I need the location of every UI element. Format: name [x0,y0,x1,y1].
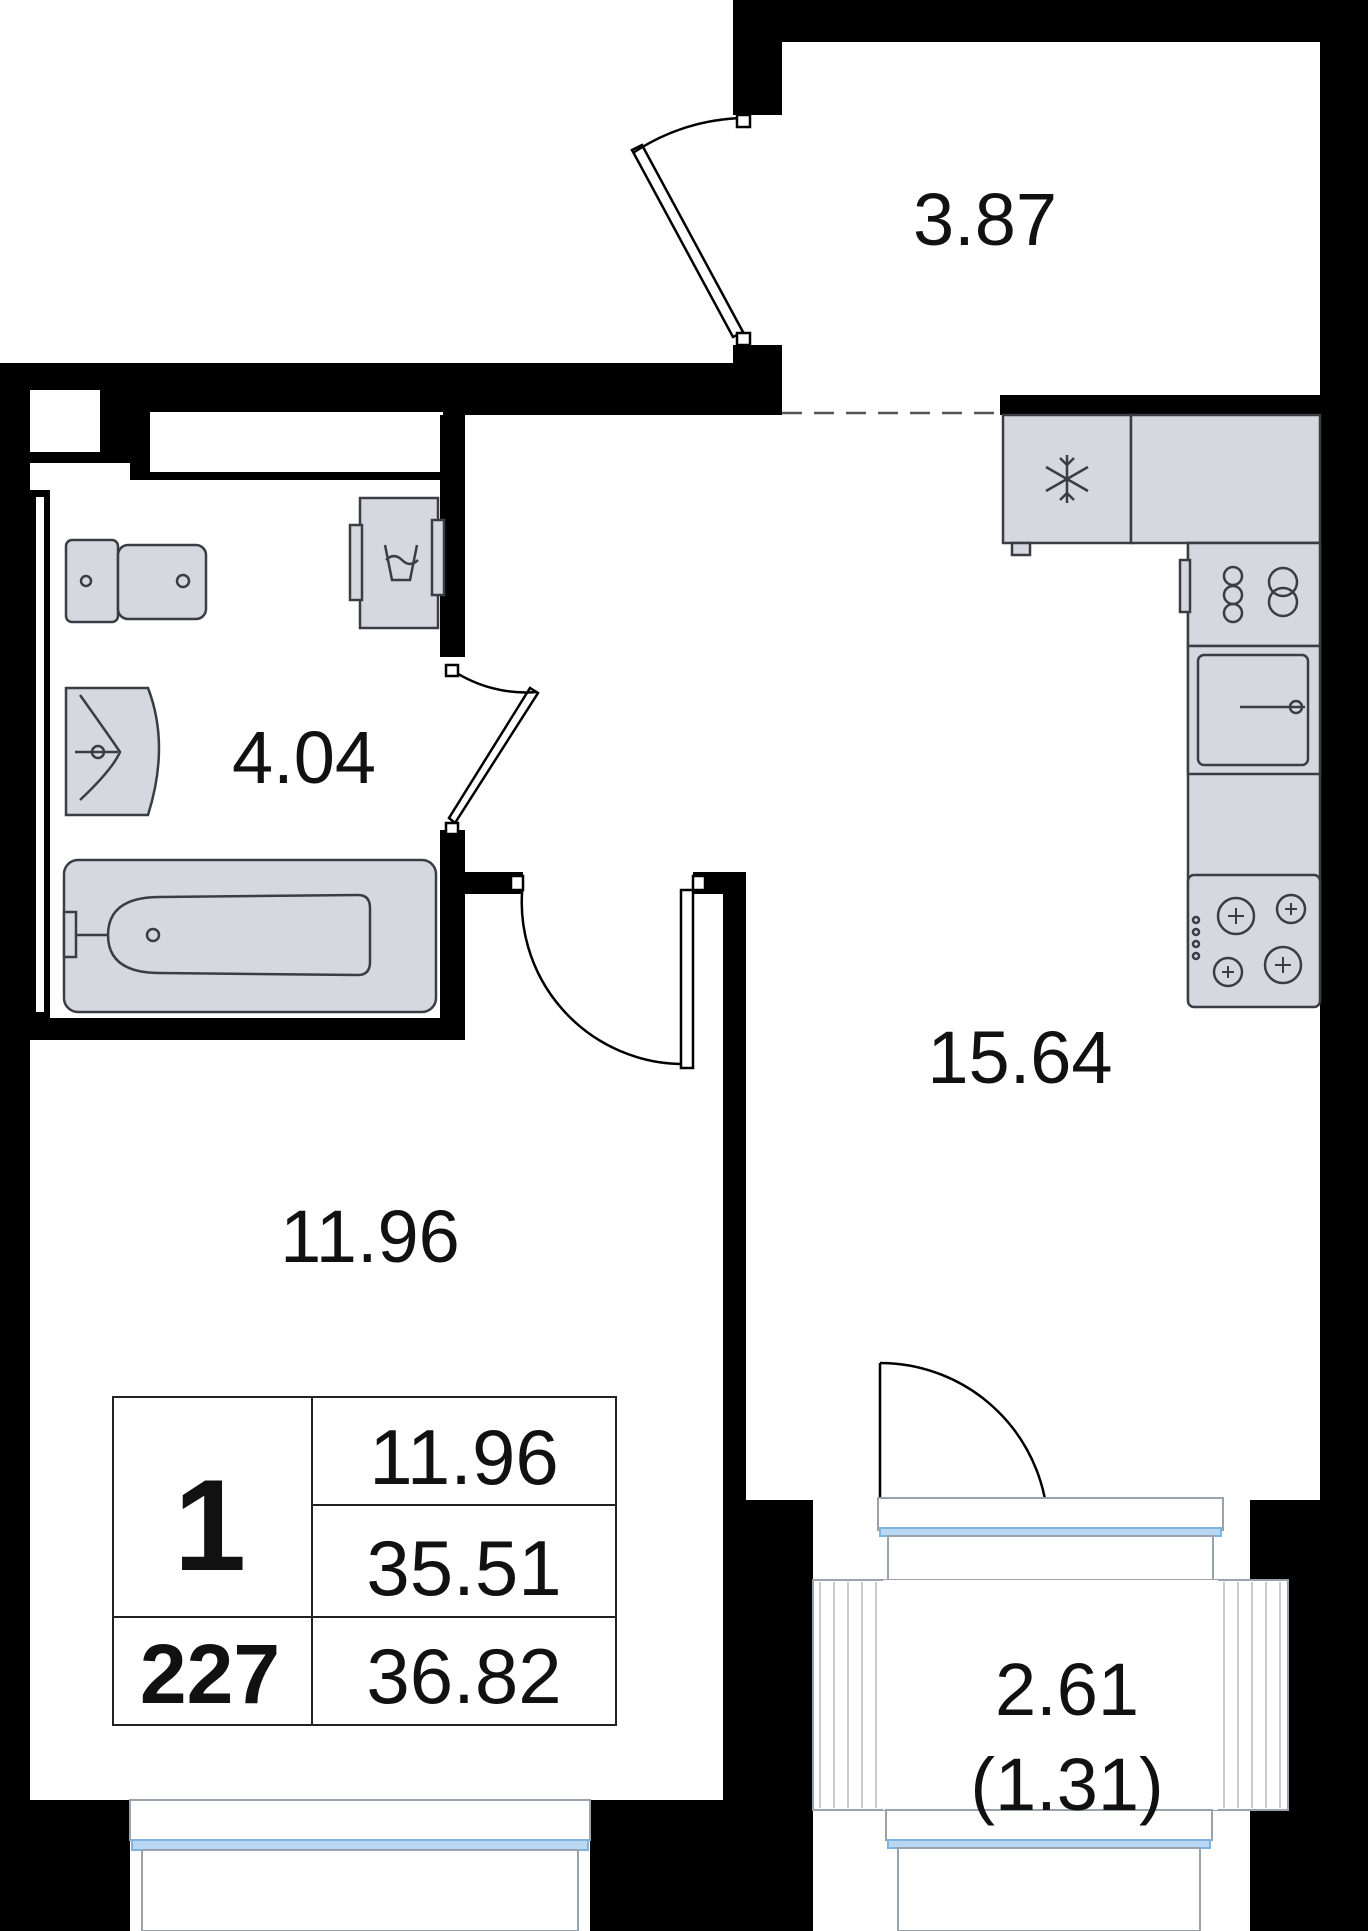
room-labels: 3.87 4.04 15.64 11.96 2.61 (1.31) [232,178,1164,1826]
washbasin-icon [64,686,161,817]
wall-gap [36,497,44,1012]
bedroom-area-label: 11.96 [280,1195,460,1278]
washing-machine-icon [348,496,446,630]
shaft [150,412,443,472]
fridge-snowflake-icon [1001,413,1133,557]
window-frame [897,1847,1201,1931]
cooktop-icon [1186,873,1322,1009]
balcony-reduced-area-label: (1.31) [970,1743,1163,1826]
total-area-with-balcony-value: 36.82 [366,1632,561,1720]
wall [440,830,465,1040]
door-hinge [735,113,752,129]
wall [30,1800,130,1931]
wall [733,0,1368,42]
living-area-value: 11.96 [369,1413,558,1501]
summary-table-frame [112,1396,617,1726]
window-frame [877,1497,1224,1531]
door-hinge [735,331,752,347]
wall [0,363,30,1931]
vestibule-floor [782,42,1320,395]
wall [1320,395,1368,1931]
hob-icon [1178,541,1322,648]
balcony-hatch [819,1582,1281,1808]
window-frame [129,1799,591,1841]
window-frame [887,1535,1214,1581]
fixtures [62,413,1322,1014]
shaft-floor [1210,348,1320,395]
bedroom-door-leaf [679,888,695,1070]
toilet-icon [64,538,208,624]
kitchen-counter [1129,413,1322,545]
balcony-door-swing [879,1361,1050,1531]
window-glass [887,1839,1211,1849]
shaft [26,386,104,456]
balcony-area-label: 2.61 [995,1648,1139,1731]
wall [590,1800,723,1931]
vestibule-area-label: 3.87 [913,178,1057,261]
bathroom-area-label: 4.04 [232,716,376,799]
summary-table: 1 227 11.96 35.51 36.82 [112,1396,617,1726]
wall [30,1018,465,1040]
sink-icon [1186,644,1322,776]
kitchen-living-area-label: 15.64 [927,1016,1112,1099]
window-glass [879,1527,1222,1537]
wall [1000,395,1368,415]
window-frame [141,1849,579,1931]
door-hinge [691,874,707,892]
entrance-door-leaf [630,143,745,339]
door-hinge [444,821,460,836]
door-hinge [444,663,460,678]
bedroom-door-swing [520,881,684,1066]
rooms-count: 1 [174,1452,246,1598]
bathroom-door-leaf [447,686,540,825]
bathtub-icon [62,858,438,1014]
window-glass [131,1839,589,1851]
entrance-door-swing [632,116,745,155]
windows [129,1497,1289,1931]
total-area-value: 35.51 [366,1524,561,1612]
doors [444,113,1050,1531]
balcony-inner [883,1580,1218,1810]
apartment-number: 227 [140,1627,280,1721]
door-hinge [509,874,525,892]
